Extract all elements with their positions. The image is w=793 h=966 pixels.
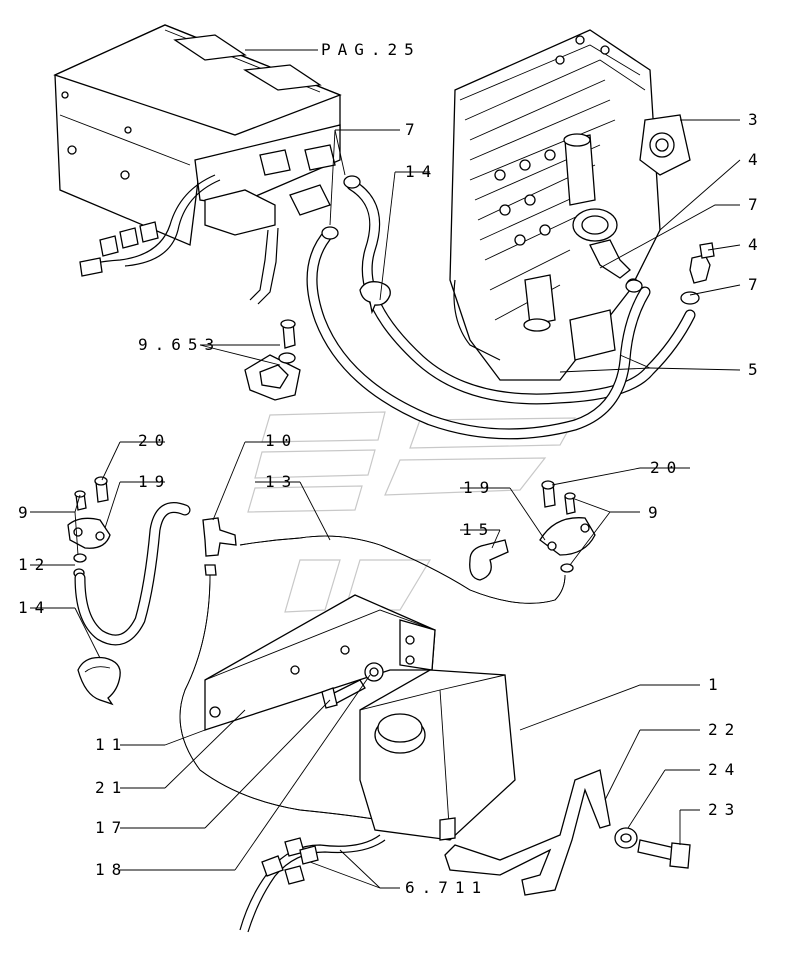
hose-12 (74, 502, 191, 646)
washer-24-part (614, 827, 638, 849)
callout-13: 13 (265, 472, 298, 491)
callout-11: 11 (95, 735, 128, 754)
bolt-17-part (321, 679, 366, 709)
callout-7-right-lower: 7 (748, 275, 765, 294)
callout-9653: 9.653 (138, 335, 221, 354)
reservoir-tank-1 (359, 669, 516, 841)
callout-14-top: 14 (405, 162, 438, 181)
callout-20-left: 20 (138, 431, 171, 450)
callout-10: 10 (265, 431, 298, 450)
callout-1: 1 (708, 675, 725, 694)
callout-15: 15 (462, 520, 495, 539)
callout-9-right: 9 (648, 503, 665, 522)
callout-9-left: 9 (18, 503, 35, 522)
callout-18: 18 (95, 860, 128, 879)
engine-block (449, 29, 691, 381)
clip-14-top (359, 281, 391, 315)
callout-7-top: 7 (405, 120, 422, 139)
callout-12: 12 (18, 555, 51, 574)
callout-pag25: PAG.25 (321, 40, 421, 59)
support-strap-22 (444, 769, 611, 896)
callout-3: 3 (748, 110, 765, 129)
bolt-23-part (637, 839, 691, 869)
callout-22: 22 (708, 720, 741, 739)
callout-19-right: 19 (463, 478, 496, 497)
fitting-4-part (689, 242, 715, 284)
callout-labels: PAG.25 7 3 14 4 7 4 7 9.653 5 10 20 13 1… (18, 40, 765, 897)
callout-14-bottom: 14 (18, 598, 51, 617)
hose-11-13 (179, 535, 566, 821)
tee-fitting-10 (202, 517, 237, 576)
callout-4-upper: 4 (748, 150, 765, 169)
callout-17: 17 (95, 818, 128, 837)
left-flange-group (67, 476, 111, 578)
callout-4-lower: 4 (748, 235, 765, 254)
callout-7-right-upper: 7 (748, 195, 765, 214)
sensor-harness-6711 (239, 834, 386, 933)
control-unit-box (53, 24, 342, 305)
right-flange-group (539, 480, 596, 573)
clip-14-bottom (77, 656, 121, 706)
leader-lines (30, 49, 741, 889)
callout-5: 5 (748, 360, 765, 379)
callout-20-right: 20 (650, 458, 683, 477)
clamp-7-parts (321, 175, 700, 305)
watermark-logo (247, 411, 577, 613)
bracket-9653-part (244, 319, 301, 401)
callout-24: 24 (708, 760, 741, 779)
callout-23: 23 (708, 800, 741, 819)
callout-6711: 6.711 (405, 878, 488, 897)
callout-19-left: 19 (138, 472, 171, 491)
hose-set-5 (306, 179, 696, 440)
clip-15-part (469, 539, 509, 581)
callout-21: 21 (95, 778, 128, 797)
